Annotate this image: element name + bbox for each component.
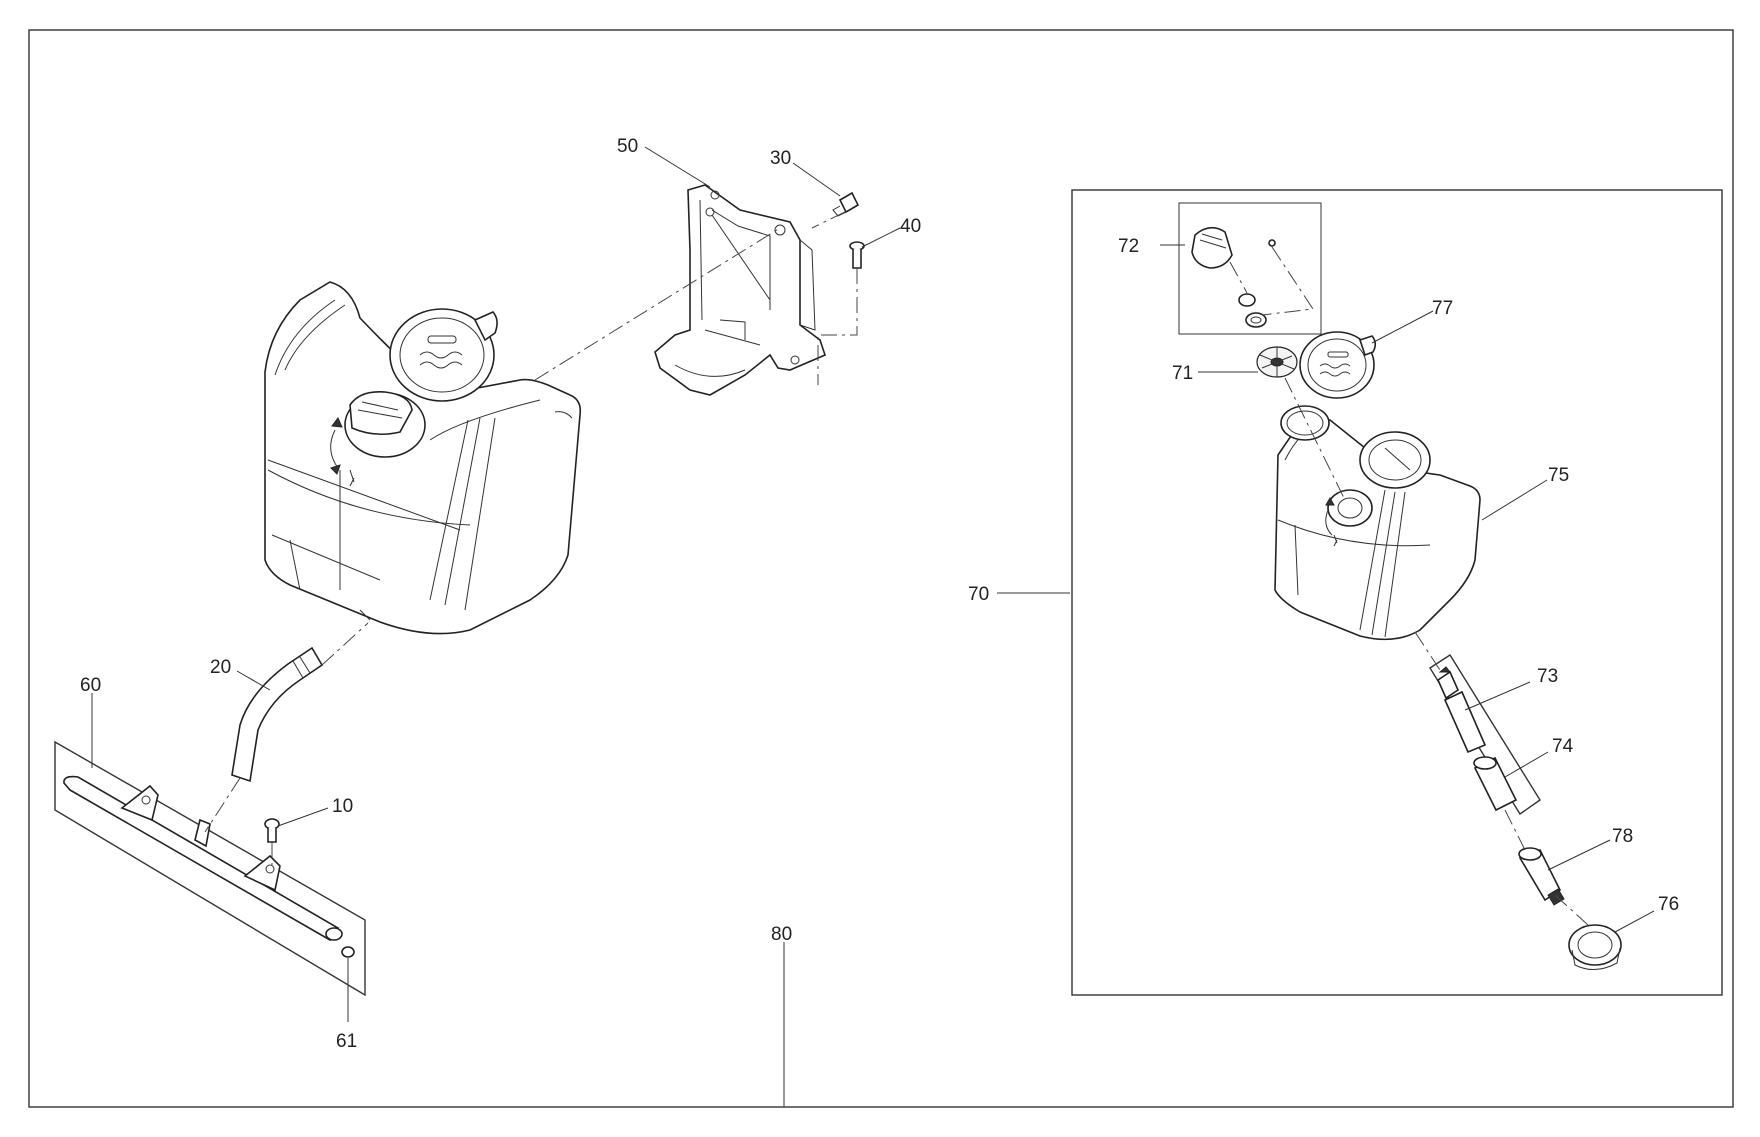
tank-subassembly (1191, 226, 1622, 970)
callout-76: 76 (1658, 894, 1679, 915)
callout-72: 72 (1118, 236, 1139, 257)
hose (231, 646, 324, 783)
callout-75: 75 (1548, 465, 1569, 486)
leader-lines (91, 146, 1655, 1107)
centerline-tank-bracket (534, 227, 781, 381)
callout-61: 61 (336, 1031, 357, 1052)
callout-80: 80 (771, 924, 792, 945)
water-tank (264, 281, 582, 635)
pipe-assembly (54, 740, 366, 997)
centerline-75-73 (1414, 631, 1441, 671)
callout-71: 71 (1172, 363, 1193, 384)
callout-73: 73 (1537, 666, 1558, 687)
centerline-hose-pipe (204, 777, 241, 833)
subassembly-frame-70 (1071, 189, 1723, 996)
mounting-bracket (654, 184, 826, 396)
callout-40: 40 (900, 216, 921, 237)
centerline-74-78 (1504, 809, 1526, 851)
callout-30: 30 (770, 148, 791, 169)
callout-70: 70 (968, 584, 989, 605)
subassembly-frame-72 (1178, 202, 1322, 335)
centerline-hose (321, 622, 369, 666)
centerline-bolt40 (817, 268, 858, 385)
centerline-78-76 (1554, 894, 1589, 926)
callout-20: 20 (210, 657, 231, 678)
callout-77: 77 (1432, 298, 1453, 319)
outer-frame (28, 29, 1734, 1108)
callout-10: 10 (332, 796, 353, 817)
callout-78: 78 (1612, 826, 1633, 847)
centerline-72 (1229, 246, 1314, 316)
centerline-bolt30 (811, 211, 846, 229)
bolt-30 (832, 191, 860, 217)
callout-50: 50 (617, 136, 638, 157)
bolt-40 (849, 241, 865, 269)
centerline-71 (1284, 377, 1346, 501)
callout-60: 60 (80, 675, 101, 696)
callout-74: 74 (1552, 736, 1574, 757)
